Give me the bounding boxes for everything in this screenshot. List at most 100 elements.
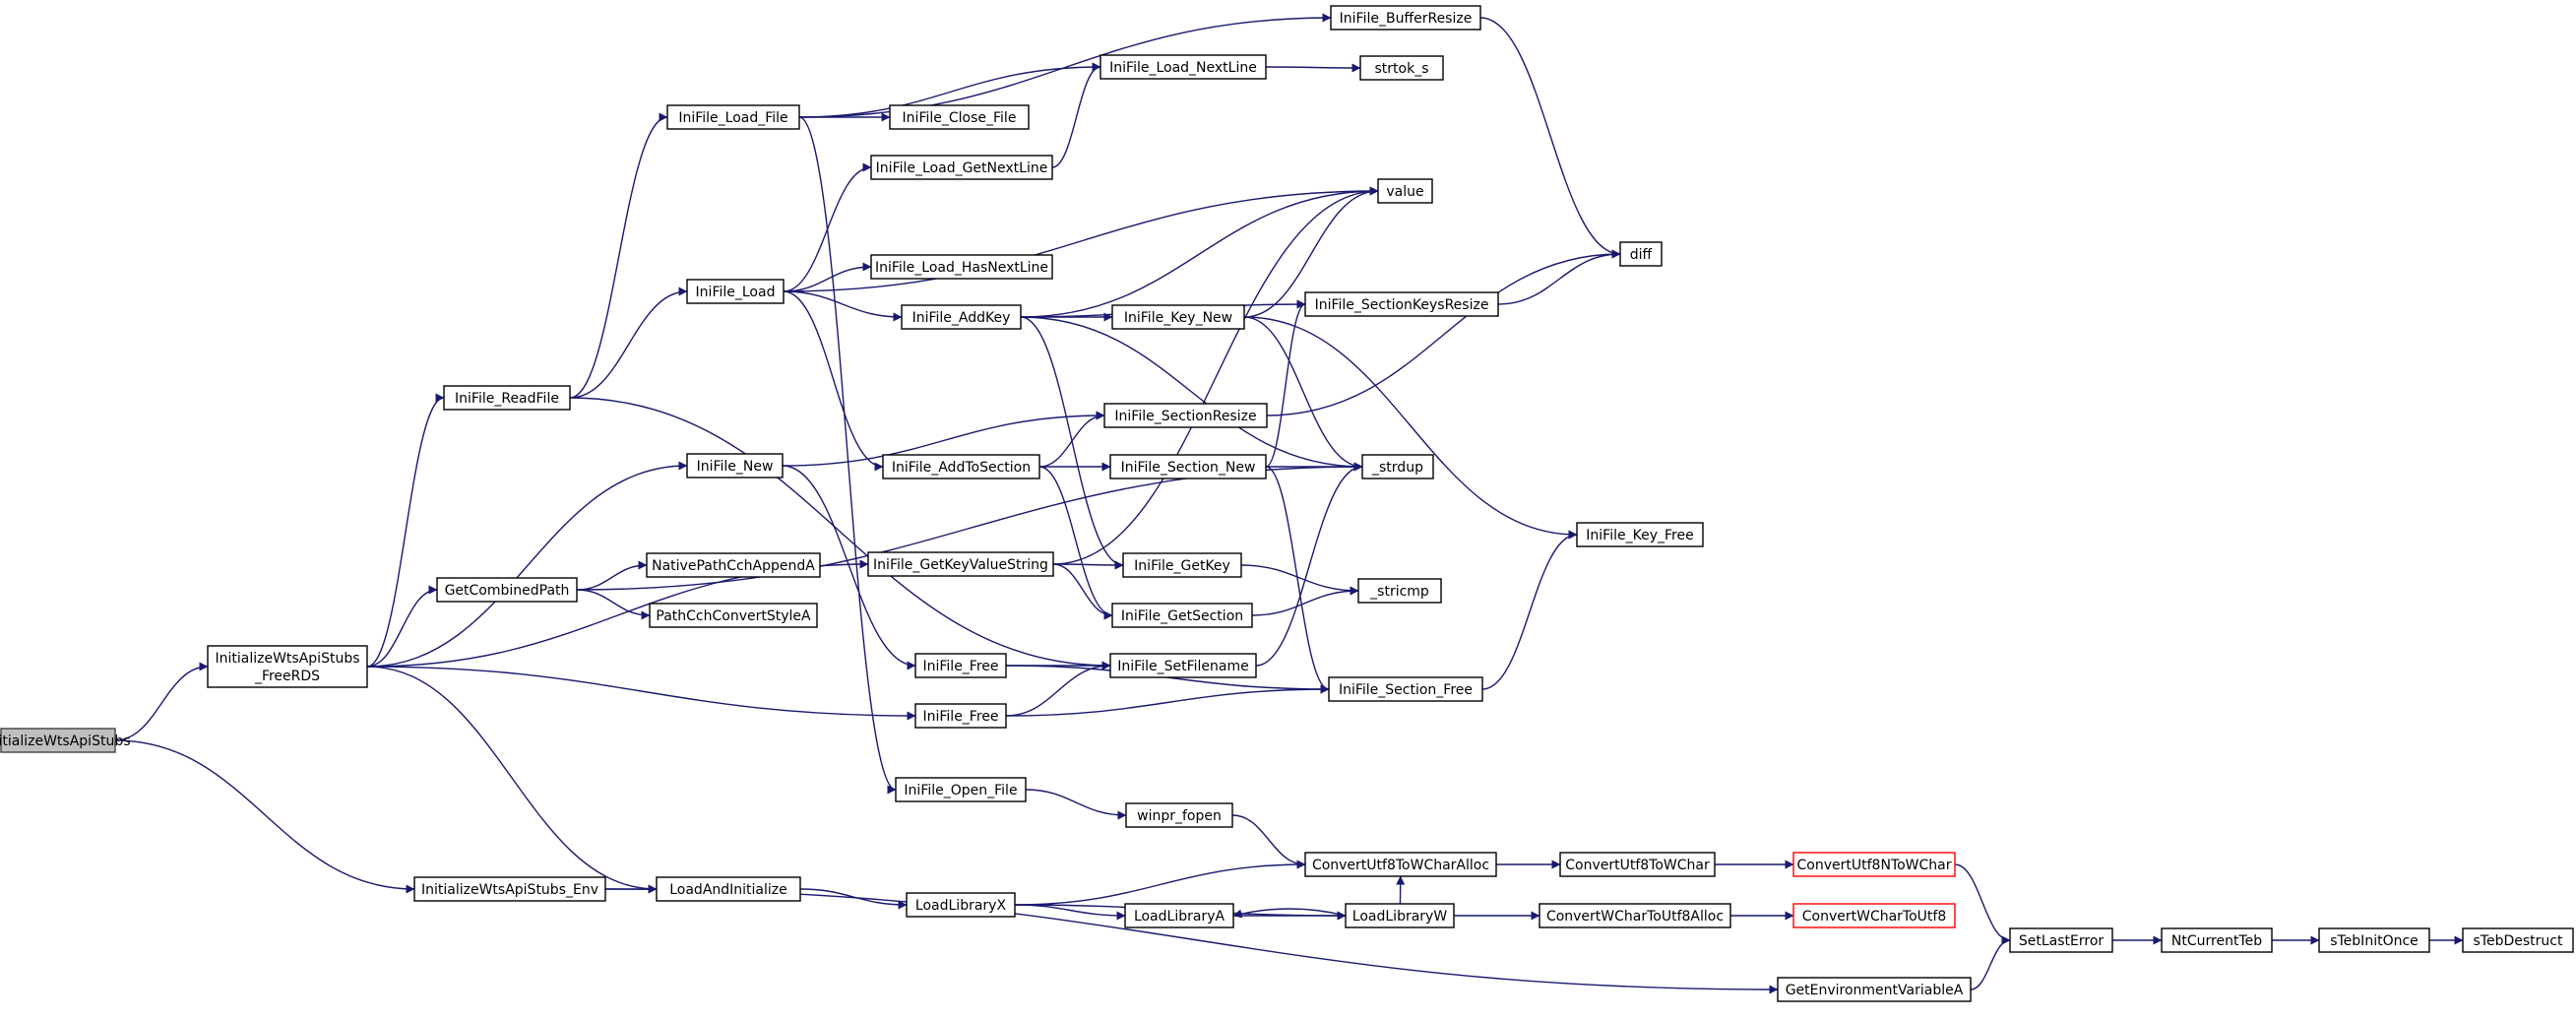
node-box[interactable] — [1792, 852, 1956, 877]
node-box[interactable] — [1330, 5, 1481, 31]
node-box[interactable] — [1109, 653, 1257, 678]
node-inifile-load-hasnextline[interactable]: IniFile_Load_HasNextLine — [870, 254, 1053, 280]
node-box[interactable] — [1122, 552, 1242, 578]
node-box[interactable] — [1377, 178, 1433, 204]
node-box[interactable] — [1539, 903, 1731, 928]
node-box[interactable] — [1345, 903, 1455, 928]
node-inifile-addkey[interactable]: IniFile_AddKey — [901, 304, 1022, 330]
node-inifile-free-1[interactable]: IniFile_Free — [914, 653, 1007, 678]
node-inifile-open-file[interactable]: IniFile_Open_File — [895, 777, 1027, 802]
node-box[interactable] — [914, 703, 1007, 729]
node-convertutf8towcharalloc[interactable]: ConvertUtf8ToWCharAlloc — [1304, 852, 1497, 877]
node-box[interactable] — [1109, 454, 1267, 479]
node-inifile-addtosection[interactable]: IniFile_AddToSection — [882, 454, 1040, 479]
node-inifile-getkey[interactable]: IniFile_GetKey — [1122, 552, 1242, 578]
node-box[interactable] — [686, 279, 785, 304]
node-inifile-section-new[interactable]: IniFile_Section_New — [1109, 454, 1267, 479]
node-winpr-fopen[interactable]: winpr_fopen — [1125, 802, 1233, 828]
node-inifile-bufferresize[interactable]: IniFile_BufferResize — [1330, 5, 1481, 31]
node-box[interactable] — [914, 653, 1007, 678]
node-strdup[interactable]: _strdup — [1361, 454, 1434, 479]
node-ntcurrentteb[interactable]: NtCurrentTeb — [2161, 927, 2273, 953]
node-diff[interactable]: diff — [1619, 241, 1663, 267]
node-box[interactable] — [413, 876, 606, 902]
node-box[interactable] — [649, 603, 818, 628]
node-box[interactable] — [1777, 977, 1972, 1002]
node-inifile-load[interactable]: IniFile_Load — [686, 279, 785, 304]
node-box[interactable] — [2009, 927, 2113, 953]
node-box[interactable] — [2318, 927, 2430, 953]
node-box[interactable] — [1125, 802, 1233, 828]
node-box[interactable] — [1576, 522, 1704, 547]
node-initializewtsapistubs[interactable]: InitializeWtsApiStubs — [0, 728, 131, 753]
node-value[interactable]: value — [1377, 178, 1433, 204]
node-inifile-new[interactable]: IniFile_New — [686, 453, 784, 479]
node-box[interactable] — [646, 552, 821, 578]
node-inifile-sectionresize[interactable]: IniFile_SectionResize — [1103, 403, 1268, 428]
node-box[interactable] — [686, 453, 784, 479]
node-box[interactable] — [666, 104, 800, 130]
node-box[interactable] — [443, 385, 571, 411]
node-getcombinedpath[interactable]: GetCombinedPath — [436, 577, 578, 603]
node-pathcchconvertstylea[interactable]: PathCchConvertStyleA — [649, 603, 818, 628]
node-inifile-load-nextline[interactable]: IniFile_Load_NextLine — [1100, 54, 1267, 80]
node-box[interactable] — [1124, 903, 1234, 928]
node-box[interactable] — [1359, 55, 1444, 81]
node-convertutf8ntowchar[interactable]: ConvertUtf8NToWChar — [1792, 852, 1956, 877]
node-box[interactable] — [1111, 603, 1253, 628]
node-box[interactable] — [870, 254, 1053, 280]
node-box[interactable] — [889, 104, 1030, 130]
node-setlasterror[interactable]: SetLastError — [2009, 927, 2113, 953]
node-inifile-load-file[interactable]: IniFile_Load_File — [666, 104, 800, 130]
node-box[interactable] — [1328, 676, 1483, 702]
node-box[interactable] — [906, 892, 1016, 918]
node-inifile-key-free[interactable]: IniFile_Key_Free — [1576, 522, 1704, 547]
node-initializewtsapistubs-freerds[interactable]: InitializeWtsApiStubs_FreeRDS — [207, 645, 368, 688]
node-convertwchartoutf8[interactable]: ConvertWCharToUtf8 — [1792, 903, 1956, 928]
node-loadlibraryx[interactable]: LoadLibraryX — [906, 892, 1016, 918]
node-nativepathcchappenda[interactable]: NativePathCchAppendA — [646, 552, 821, 578]
node-box[interactable] — [1619, 241, 1663, 267]
node-box[interactable] — [2161, 927, 2273, 953]
node-box[interactable] — [895, 777, 1027, 802]
node-box[interactable] — [1304, 291, 1499, 317]
node-convertutf8towchar[interactable]: ConvertUtf8ToWChar — [1559, 852, 1716, 877]
node-convertwchartoutf8alloc[interactable]: ConvertWCharToUtf8Alloc — [1539, 903, 1731, 928]
node-inifile-load-getnextline[interactable]: IniFile_Load_GetNextLine — [870, 155, 1053, 180]
node-stricmp[interactable]: _stricmp — [1357, 578, 1442, 604]
node-initializewtsapistubs-env[interactable]: InitializeWtsApiStubs_Env — [413, 876, 606, 902]
node-box[interactable] — [1357, 578, 1442, 604]
node-box[interactable] — [2462, 927, 2574, 953]
node-box[interactable] — [1792, 903, 1956, 928]
node-box[interactable] — [1103, 403, 1268, 428]
node-inifile-readfile[interactable]: IniFile_ReadFile — [443, 385, 571, 411]
node-box[interactable] — [0, 728, 116, 753]
node-box[interactable] — [207, 645, 368, 688]
node-box[interactable] — [1361, 454, 1434, 479]
node-getenvironmentvariablea[interactable]: GetEnvironmentVariableA — [1777, 977, 1972, 1002]
node-strtok-s[interactable]: strtok_s — [1359, 55, 1444, 81]
node-box[interactable] — [656, 876, 801, 902]
node-loadlibraryw[interactable]: LoadLibraryW — [1345, 903, 1455, 928]
node-inifile-getsection[interactable]: IniFile_GetSection — [1111, 603, 1253, 628]
node-inifile-setfilename[interactable]: IniFile_SetFilename — [1109, 653, 1257, 678]
node-box[interactable] — [867, 551, 1054, 577]
node-box[interactable] — [870, 155, 1053, 180]
node-inifile-section-free[interactable]: IniFile_Section_Free — [1328, 676, 1483, 702]
node-inifile-key-new[interactable]: IniFile_Key_New — [1111, 304, 1245, 330]
node-inifile-close-file[interactable]: IniFile_Close_File — [889, 104, 1030, 130]
node-loadandinitialize[interactable]: LoadAndInitialize — [656, 876, 801, 902]
node-box[interactable] — [882, 454, 1040, 479]
node-inifile-free-2[interactable]: IniFile_Free — [914, 703, 1007, 729]
node-box[interactable] — [901, 304, 1022, 330]
node-loadlibrarya[interactable]: LoadLibraryA — [1124, 903, 1234, 928]
node-box[interactable] — [1100, 54, 1267, 80]
node-box[interactable] — [1111, 304, 1245, 330]
node-box[interactable] — [1559, 852, 1716, 877]
node-inifile-getkeyvaluestring[interactable]: IniFile_GetKeyValueString — [867, 551, 1054, 577]
node-inifile-sectionkeysresize[interactable]: IniFile_SectionKeysResize — [1304, 291, 1499, 317]
node-stebdestruct[interactable]: sTebDestruct — [2462, 927, 2574, 953]
node-box[interactable] — [436, 577, 578, 603]
node-box[interactable] — [1304, 852, 1497, 877]
node-stebinitonce[interactable]: sTebInitOnce — [2318, 927, 2430, 953]
